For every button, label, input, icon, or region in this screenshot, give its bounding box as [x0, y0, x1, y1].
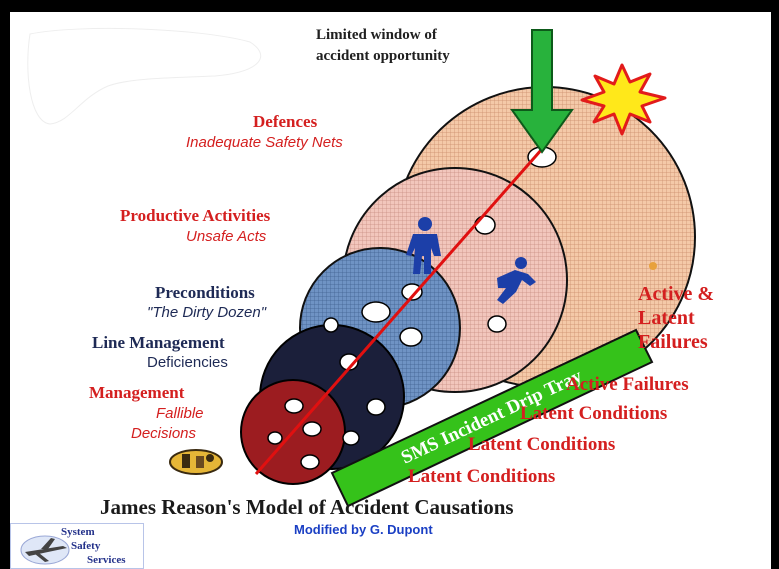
preconditions-hole [400, 328, 422, 346]
line-management-sublabel: Deficiencies [147, 355, 228, 371]
latent-conditions-label-3: Latent Conditions [408, 467, 555, 487]
system-safety-services-logo: System Safety Services [10, 523, 144, 569]
white-blob-shape [28, 28, 261, 124]
diagram-title: James Reason's Model of Accident Causati… [100, 496, 514, 518]
active-latent-failures-line-3: Failures [638, 332, 708, 353]
active-failures-label: Active Failures [566, 375, 689, 395]
active-latent-failures-line-2: Latent [638, 308, 695, 329]
preconditions-hole [324, 318, 338, 332]
defences-label: Defences [253, 113, 317, 131]
preconditions-label: Preconditions [155, 284, 255, 302]
management-hole [285, 399, 303, 413]
latent-conditions-label-1: Latent Conditions [520, 404, 667, 424]
credit-text: Modified by G. Dupont [294, 523, 433, 537]
management-label: Management [89, 384, 184, 402]
management-hole [303, 422, 321, 436]
productive-activities-label: Productive Activities [120, 207, 270, 225]
productive-activities-sublabel: Unsafe Acts [186, 229, 266, 245]
preconditions-hole [362, 302, 390, 322]
logo-line-3: Services [87, 554, 125, 566]
orange-dot [649, 262, 657, 270]
defences-sublabel: Inadequate Safety Nets [186, 135, 343, 151]
badge-icon [170, 450, 222, 474]
management-hole [301, 455, 319, 469]
line-management-hole [343, 431, 359, 445]
management-sublabel-line-1: Fallible [156, 406, 204, 422]
logo-line-2: Safety [71, 540, 100, 552]
diagram-canvas: SMS Incident Drip Tray Limited window of… [10, 12, 771, 569]
management-hole [268, 432, 282, 444]
management-sublabel-line-2: Decisions [131, 426, 196, 442]
line-management-hole [367, 399, 385, 415]
preconditions-sublabel: "The Dirty Dozen" [147, 305, 266, 321]
callout-line-2: accident opportunity [316, 49, 450, 65]
line-management-label: Line Management [92, 334, 225, 352]
callout-line-1: Limited window of [316, 28, 437, 44]
productive-hole [488, 316, 506, 332]
productive-hole [475, 216, 495, 234]
logo-line-1: System [61, 526, 95, 538]
latent-conditions-label-2: Latent Conditions [468, 435, 615, 455]
active-latent-failures-line-1: Active & [638, 284, 714, 305]
